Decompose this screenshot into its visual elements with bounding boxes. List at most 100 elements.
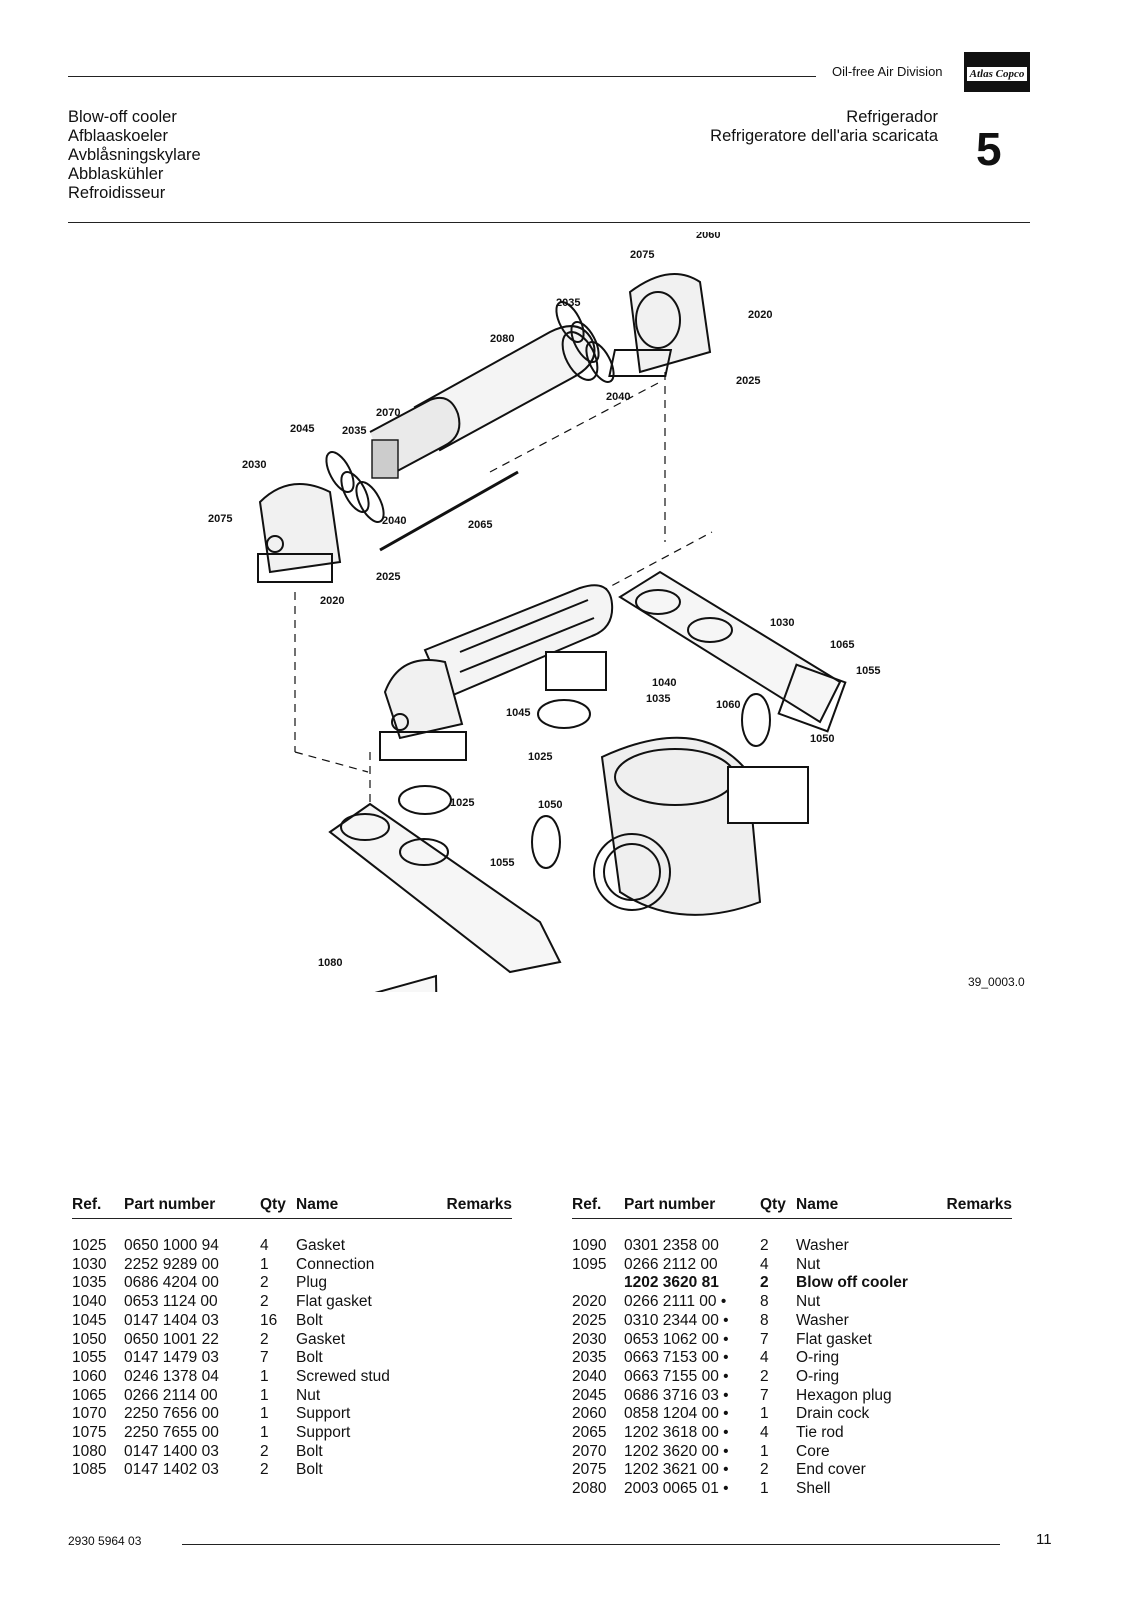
ref-cell: 1085 [72, 1461, 107, 1479]
name-cell: Bolt [296, 1349, 323, 1367]
ref-cell: 1025 [72, 1237, 107, 1254]
part-number-cell: 2250 7655 00 [124, 1424, 219, 1442]
callout-label: 2040 [606, 391, 630, 403]
name-cell: End cover [796, 1461, 866, 1479]
part-number-cell: 0663 7155 00 • [624, 1367, 729, 1385]
callout-label: 2030 [242, 459, 266, 471]
name-cell: Bolt [296, 1461, 323, 1479]
name-cell: Screwed stud [296, 1367, 390, 1385]
title-english: Blow-off cooler [68, 108, 177, 126]
name-cell: Shell [796, 1480, 831, 1498]
name-cell: Bolt [296, 1311, 323, 1329]
callout-label: 2080 [490, 333, 514, 345]
name-cell: Tie rod [796, 1424, 844, 1442]
callout-label: 1025 [450, 797, 474, 809]
name-cell: Drain cock [796, 1405, 870, 1423]
qty-cell: 2 [260, 1293, 269, 1311]
ref-cell: 2065 [572, 1424, 607, 1442]
title-rule [68, 222, 1030, 223]
qty-cell: 2 [760, 1367, 769, 1385]
qty-cell: 1 [260, 1386, 269, 1404]
callout-label: 2035 [556, 297, 580, 309]
name-cell: Nut [796, 1255, 821, 1273]
callout-label: 1080 [318, 957, 342, 969]
title-list-right: Refrigerador Refrigeratore dell'aria sca… [710, 108, 938, 146]
qty-cell: 7 [760, 1330, 769, 1348]
part-number-cell: 1202 3620 81 [624, 1274, 719, 1292]
logo-text: Atlas Copco [966, 67, 1028, 81]
name-cell: O-ring [796, 1367, 840, 1385]
qty-cell: 4 [760, 1349, 769, 1367]
qty-cell: 7 [260, 1349, 269, 1367]
qty-cell: 4 [760, 1424, 769, 1442]
col-name-header: Name [796, 1196, 936, 1219]
col-part-number-header: Part number [124, 1196, 260, 1219]
header-rule [68, 76, 816, 77]
name-cell: Flat gasket [296, 1293, 372, 1311]
name-cell: Washer [796, 1311, 849, 1329]
callout-label: 1045 [506, 707, 530, 719]
title-german: Abblaskühler [68, 165, 164, 183]
ref-cell: 1090 [572, 1237, 607, 1254]
qty-cell: 1 [760, 1480, 769, 1498]
title-italian: Refrigeratore dell'aria scaricata [710, 127, 938, 145]
part-number-cell: 0147 1400 03 [124, 1442, 219, 1460]
part-number-cell: 0310 2344 00 • [624, 1311, 729, 1329]
ref-cell: 1080 [72, 1442, 107, 1460]
part-number-cell: 0246 1378 04 [124, 1367, 219, 1385]
qty-cell: 1 [760, 1442, 769, 1460]
callout-label: 2060 [696, 232, 720, 241]
ref-cell: 1095 [572, 1255, 607, 1273]
qty-cell: 2 [760, 1237, 769, 1254]
callout-label: 1030 [770, 617, 794, 629]
col-qty-header: Qty [760, 1196, 796, 1219]
ref-cell: 1030 [72, 1255, 107, 1273]
callout-label: 2045 [290, 423, 314, 435]
qty-cell: 4 [260, 1237, 269, 1254]
part-number-cell: 1202 3621 00 • [624, 1461, 729, 1479]
part-number-cell: 0266 2114 00 [124, 1386, 218, 1404]
callout-label: 2040 [382, 515, 406, 527]
qty-cell: 1 [260, 1424, 269, 1442]
ref-cell: 2020 [572, 1293, 607, 1311]
footer-rule [182, 1544, 1000, 1545]
name-cell: Nut [296, 1386, 321, 1404]
callout-label: 2025 [736, 375, 760, 387]
qty-cell: 2 [260, 1461, 269, 1479]
part-number-cell: 0686 4204 00 [124, 1274, 219, 1292]
part-number-cell: 0686 3716 03 • [624, 1386, 729, 1404]
name-cell: Core [796, 1442, 830, 1460]
ref-cell: 2030 [572, 1330, 607, 1348]
title-swedish: Avblåsningskylare [68, 146, 201, 164]
qty-cell: 2 [760, 1461, 769, 1479]
section-number: 5 [976, 123, 1002, 175]
part-number-cell: 0663 7153 00 • [624, 1349, 729, 1367]
qty-cell: 1 [760, 1405, 769, 1423]
callout-label: 1060 [716, 699, 740, 711]
callout-label: 1050 [538, 799, 562, 811]
col-ref-header: Ref. [572, 1196, 624, 1219]
callout-labels: 2060 2075 2035 2020 2080 2040 2025 2070 … [208, 232, 880, 969]
callout-label: 2025 [376, 571, 400, 583]
ref-cell: 2025 [572, 1311, 607, 1329]
ref-cell: 2080 [572, 1480, 607, 1498]
name-cell: Support [296, 1424, 351, 1442]
qty-cell: 7 [760, 1386, 769, 1404]
